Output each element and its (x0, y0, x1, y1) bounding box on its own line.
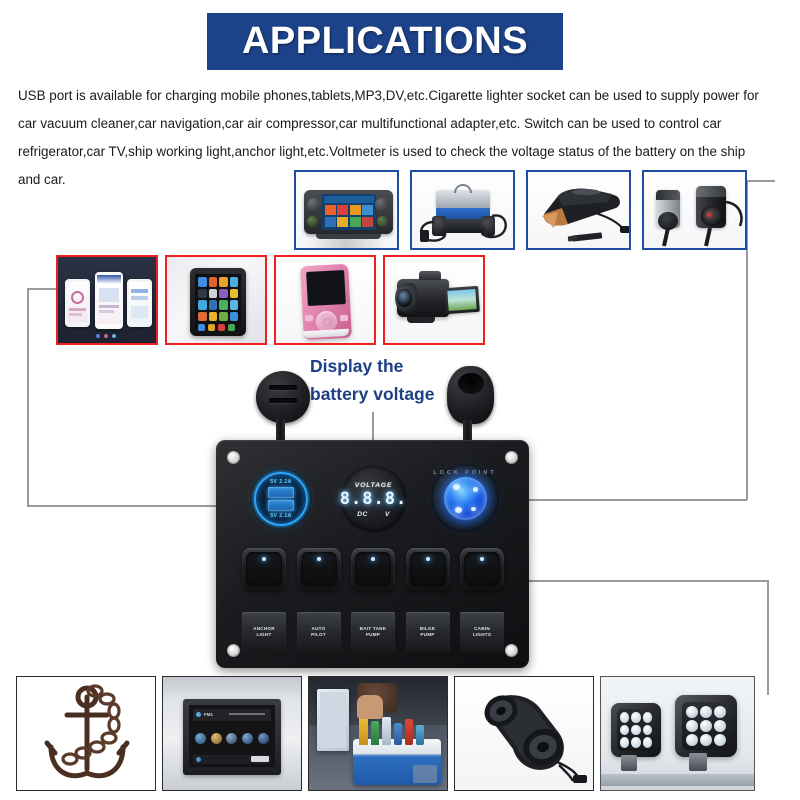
usb-rating-top: 5V 2.1A (270, 479, 292, 485)
image-card-car-tv-headrest-monitor: FM1 (162, 676, 302, 791)
rocker-switch-bait-tank-pump[interactable] (351, 548, 395, 590)
rocker-switch-anchor-light[interactable] (242, 548, 286, 590)
leader-line-right-bottom (500, 499, 747, 501)
voltmeter-v-label: V (384, 510, 390, 518)
switch-led-icon (316, 557, 321, 561)
image-card-car-refrigerator-cooler (308, 676, 448, 791)
leader-line-left-bottom (27, 505, 242, 507)
usb-led-ring: 5V 2.1A 5V 2.1A (254, 472, 308, 526)
voltmeter-label: VOLTAGE (354, 481, 393, 489)
image-card-mobile-phones (56, 255, 158, 345)
usb-dust-cap (256, 371, 310, 423)
leader-line-right-top (742, 180, 775, 182)
rocker-switch-row (242, 548, 504, 590)
callout-line-1: Display the (310, 356, 404, 376)
usb-port-slots (268, 487, 294, 511)
voltmeter-gauge[interactable]: VOLTAGE 8.8.8. DC V (339, 466, 408, 531)
cigarette-socket-led (443, 476, 487, 520)
image-card-car-vacuum-cleaner (526, 170, 631, 250)
marine-switch-panel: 5V 2.1A 5V 2.1A VOLTAGE 8.8.8. DC V LOCK… (216, 440, 529, 668)
callout-line-2: battery voltage (310, 384, 435, 404)
image-card-marine-speakers (454, 676, 594, 791)
rocker-switch-auto-pilot[interactable] (296, 548, 341, 590)
applications-banner: APPLICATIONS (207, 13, 563, 70)
voltmeter-dc-label: DC (357, 510, 368, 518)
leader-line-left-vertical (27, 288, 29, 506)
mounting-hole-bottom-left (227, 644, 240, 657)
leader-line-switch-vertical (767, 580, 769, 695)
usb-charger-socket[interactable]: 5V 2.1A 5V 2.1A (250, 468, 312, 530)
usb-cap-tether (276, 418, 285, 448)
page-title: APPLICATIONS (241, 20, 529, 62)
switch-led-icon (480, 557, 484, 561)
mounting-hole-bottom-right (505, 644, 518, 657)
image-card-car-navigation-stereo (294, 170, 399, 250)
leader-line-left-top (27, 288, 60, 290)
cigarette-socket-ring-text: LOCK POINT (433, 470, 497, 476)
anchor-icon (44, 684, 130, 779)
leader-line-right-vertical (746, 180, 748, 500)
image-card-ship-anchor (16, 676, 156, 791)
image-card-camcorder-dv (383, 255, 485, 345)
mounting-hole-top-left (227, 451, 240, 464)
switch-led-icon (425, 557, 430, 561)
cigarette-socket-dust-cap (447, 366, 494, 424)
image-card-cigarette-lighter-splitter (642, 170, 747, 250)
switch-led-icon (371, 557, 375, 561)
image-card-car-air-compressor (410, 170, 515, 250)
vacuum-body-icon (542, 188, 629, 233)
speaker-pod-icon (484, 695, 587, 783)
cigarette-lighter-socket[interactable]: LOCK POINT (431, 464, 499, 532)
rocker-switch-cabin-lights[interactable] (460, 548, 504, 590)
mounting-hole-top-right (505, 451, 518, 464)
splitter-cable-icon (662, 200, 743, 247)
voltage-callout: Display the battery voltage (310, 352, 434, 408)
image-card-led-work-lights (600, 676, 755, 791)
rocker-switch-bilge-pump[interactable] (405, 548, 450, 590)
image-card-tablet (165, 255, 267, 345)
voltmeter-display: 8.8.8. (339, 488, 408, 509)
usb-rating-bottom: 5V 2.1A (270, 513, 292, 519)
switch-led-icon (262, 557, 266, 561)
description-text: USB port is available for charging mobil… (18, 88, 759, 187)
voltmeter-units: DC V (357, 511, 390, 518)
image-card-mp3-player (274, 255, 376, 345)
cigarette-cap-tether (463, 420, 472, 448)
